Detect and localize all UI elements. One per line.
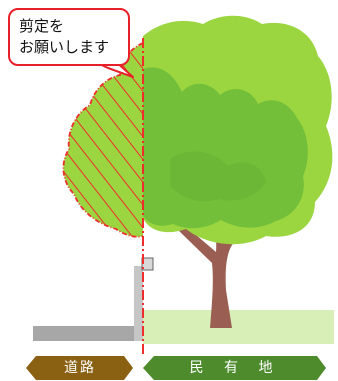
pruning-request-text: 剪定を お願いします: [19, 17, 110, 56]
tree: [62, 15, 333, 328]
tree-left-hatched-area: [62, 42, 143, 238]
private-land-label: 民 有 地: [189, 360, 281, 376]
pruning-request-callout: 剪定を お願いします: [8, 8, 130, 66]
private-grass: [143, 310, 334, 344]
road-label-arrow: [26, 356, 133, 380]
boundary-post-body: [134, 266, 143, 341]
ground-area: [33, 310, 334, 344]
private-land-label-arrow: [143, 356, 326, 380]
road-label: 道路: [64, 360, 96, 376]
road-surface: [33, 326, 143, 341]
tree-right-foliage: [143, 15, 333, 245]
bottom-labels: [26, 356, 326, 380]
